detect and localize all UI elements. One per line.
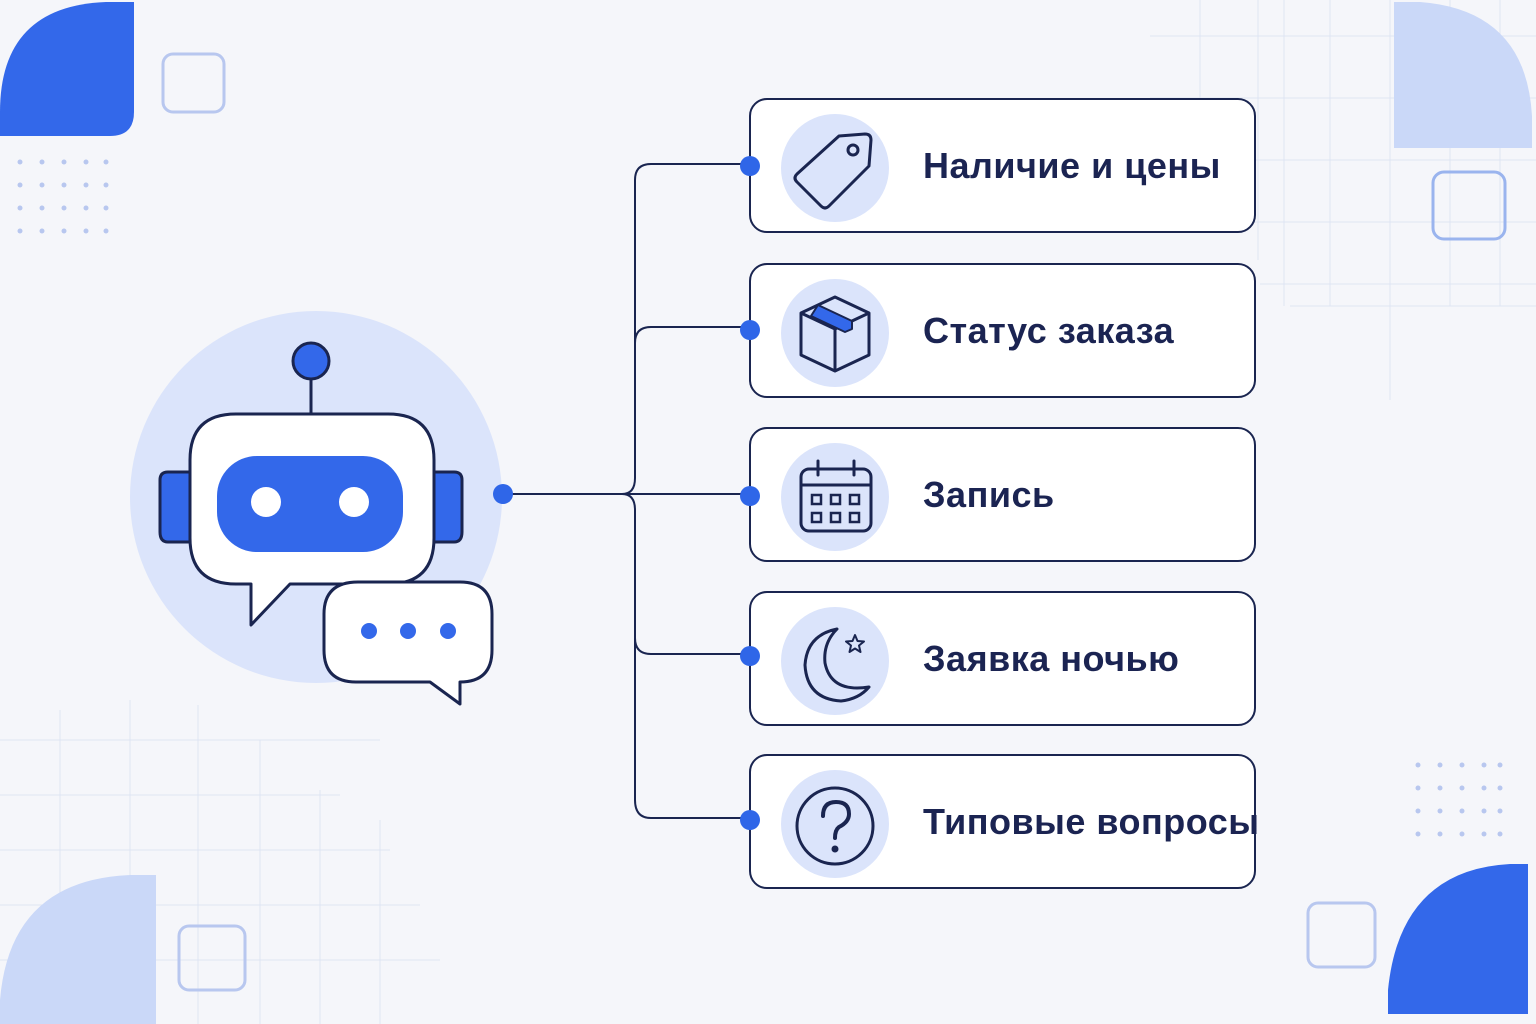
connector-dot (740, 156, 760, 176)
dot-grid-bottom-right (1415, 762, 1503, 837)
connector-dot (740, 320, 760, 340)
corner-shape-top-left (0, 2, 134, 136)
connector-tree (503, 163, 749, 819)
dot-grid-top-left (17, 159, 109, 234)
outline-square (177, 924, 247, 992)
corner-shape-top-right (1394, 2, 1532, 148)
option-label: Типовые вопросы (923, 801, 1260, 842)
option-label: Запись (923, 474, 1055, 515)
option-label: Статус заказа (923, 310, 1175, 351)
corner-shape-bottom-right (1388, 864, 1528, 1014)
background-grid-bottom-left (0, 700, 440, 1024)
option-card-order-status[interactable]: Статус заказа (740, 263, 1256, 398)
moon-star-icon (781, 607, 889, 715)
robot-icon (158, 341, 464, 627)
option-card-common-questions[interactable]: Типовые вопросы (740, 754, 1259, 889)
outline-square (1306, 901, 1377, 969)
option-card-availability-prices[interactable]: Наличие и цены (740, 98, 1256, 233)
question-icon (781, 770, 889, 878)
option-card-booking[interactable]: Запись (740, 427, 1256, 562)
connector-dot (740, 646, 760, 666)
calendar-icon (781, 443, 889, 551)
robot-connector-dot (493, 484, 513, 504)
corner-shape-bottom-left (0, 875, 156, 1024)
option-label: Заявка ночью (923, 638, 1180, 679)
chat-bubble-icon (322, 580, 494, 706)
outline-square (1431, 170, 1507, 241)
option-label: Наличие и цены (923, 145, 1221, 186)
connector-dot (740, 810, 760, 830)
connector-dot (740, 486, 760, 506)
price-tag-icon (781, 114, 889, 222)
package-box-icon (781, 279, 889, 387)
option-card-night-request[interactable]: Заявка ночью (740, 591, 1256, 726)
outline-square (161, 52, 226, 114)
